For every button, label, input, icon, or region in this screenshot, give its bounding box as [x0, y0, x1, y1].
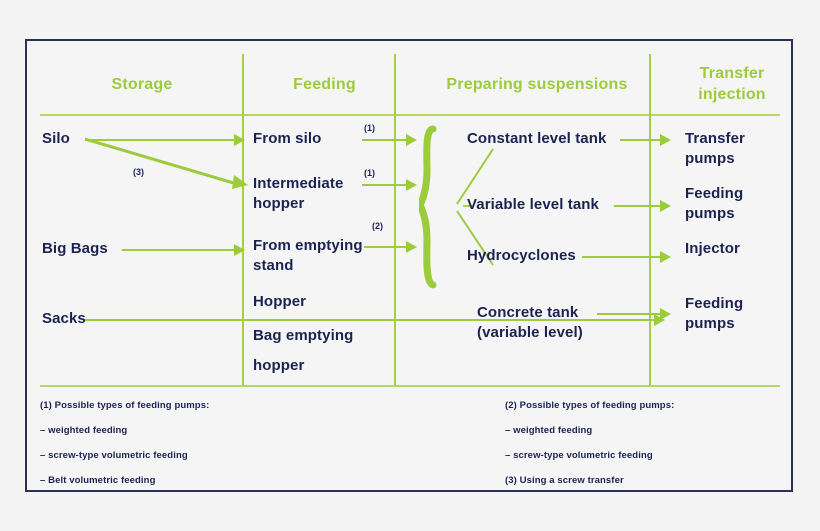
preparing-item-concrete-tank[interactable]: Concrete tank (variable level): [477, 303, 583, 343]
feeding-item-bag-emptying-hopper[interactable]: Bag emptying hopper: [253, 326, 353, 376]
arrow-silo-to-from-silo-line: [85, 139, 238, 141]
arrow-emptying-stand-to-brace-line: [364, 246, 410, 248]
storage-annotation-3: (3): [133, 167, 144, 177]
feeding-item-from-silo[interactable]: From silo: [253, 129, 321, 149]
transfer-item-injector[interactable]: Injector: [685, 239, 740, 259]
column-header-transfer-injection-line2: injection: [698, 86, 766, 103]
transfer-item-feeding-pumps-2-line1: Feeding: [685, 295, 744, 312]
arrow-hydrocyclones-to-injector-line: [582, 256, 664, 258]
arrow-intermediate-hopper-to-brace-line: [362, 184, 410, 186]
column-divider-storage-feeding: [242, 54, 244, 387]
arrow-concrete-tank-to-feeding-pumps-head: [660, 308, 671, 320]
arrow-big-bags-to-emptying-stand-line: [122, 249, 238, 251]
connector-brace-to-hydrocyclones: [456, 210, 494, 266]
column-header-transfer-injection: Transfer injection: [672, 63, 792, 105]
connector-brace-to-constant-level-tank: [456, 148, 494, 205]
transfer-item-feeding-pumps-1[interactable]: Feeding pumps: [685, 184, 743, 224]
arrow-variable-level-tank-to-feeding-pumps-line: [614, 205, 664, 207]
column-header-transfer-injection-line1: Transfer: [699, 65, 765, 82]
footnote-left-0: (1) Possible types of feeding pumps:: [40, 400, 210, 411]
transfer-item-feeding-pumps-1-line1: Feeding: [685, 185, 744, 202]
feeding-note-from-emptying-stand: (2): [372, 221, 383, 231]
feeding-item-bag-emptying-hopper-line2: hopper: [253, 357, 305, 374]
storage-item-big-bags[interactable]: Big Bags: [42, 240, 108, 257]
footnote-left-3: – Belt volumetric feeding: [40, 475, 156, 486]
preparing-item-hydrocyclones[interactable]: Hydrocyclones: [467, 246, 576, 266]
column-header-preparing-suspensions: Preparing suspensions: [446, 76, 628, 93]
feeding-note-intermediate-hopper: (1): [364, 168, 375, 178]
footnote-left-2: – screw-type volumetric feeding: [40, 450, 188, 461]
column-header-storage: Storage: [111, 76, 173, 93]
column-divider-feeding-preparing: [394, 54, 396, 387]
diagram-frame: Storage Feeding Preparing suspensions Tr…: [25, 39, 793, 492]
feeding-item-hopper-line1: Hopper: [253, 293, 307, 310]
arrow-variable-level-tank-to-feeding-pumps-head: [660, 200, 671, 212]
column-header-feeding: Feeding: [293, 76, 356, 93]
feeding-item-from-silo-line1: From silo: [253, 130, 322, 147]
preparing-item-constant-level-tank[interactable]: Constant level tank: [467, 129, 606, 149]
arrow-big-bags-to-emptying-stand-head: [234, 244, 245, 256]
arrow-from-silo-to-brace-head: [406, 134, 417, 146]
arrow-emptying-stand-to-brace-head: [406, 241, 417, 253]
feeding-item-from-emptying-stand[interactable]: From emptying stand: [253, 236, 363, 276]
transfer-item-feeding-pumps-2[interactable]: Feeding pumps: [685, 294, 743, 334]
preparing-item-concrete-tank-line2: (variable level): [477, 324, 583, 341]
storage-item-sacks[interactable]: Sacks: [42, 310, 86, 327]
arrow-sacks-to-concrete-tank-head: [654, 314, 665, 326]
footnote-right-2: – screw-type volumetric feeding: [505, 450, 653, 461]
arrow-concrete-tank-to-feeding-pumps-line: [597, 313, 664, 315]
grouping-brace: [419, 125, 437, 289]
header-underline: [40, 114, 780, 116]
feeding-item-from-emptying-stand-line1: From emptying: [253, 237, 363, 254]
transfer-item-transfer-pumps-line1: Transfer: [685, 130, 745, 147]
arrow-sacks-to-concrete-tank-line: [85, 319, 658, 321]
feeding-note-from-silo: (1): [364, 123, 375, 133]
brace-tick-variable-level: [463, 205, 474, 207]
preparing-item-hydrocyclones-line1: Hydrocyclones: [467, 247, 576, 264]
arrow-hydrocyclones-to-injector-head: [660, 251, 671, 263]
footnote-right-3: (3) Using a screw transfer: [505, 475, 624, 486]
arrow-intermediate-hopper-to-brace-head: [406, 179, 417, 191]
transfer-item-feeding-pumps-2-line2: pumps: [685, 315, 735, 332]
transfer-item-injector-line1: Injector: [685, 240, 740, 257]
arrow-silo-to-intermediate-hopper: [84, 137, 248, 189]
feeding-item-intermediate-hopper[interactable]: Intermediate hopper: [253, 174, 343, 214]
feeding-item-bag-emptying-hopper-line1: Bag emptying: [253, 327, 354, 344]
footnote-left-1: – weighted feeding: [40, 425, 128, 436]
transfer-item-transfer-pumps[interactable]: Transfer pumps: [685, 129, 745, 169]
preparing-item-constant-level-tank-line1: Constant level tank: [467, 130, 607, 147]
column-divider-preparing-transfer: [649, 54, 651, 387]
feeding-item-hopper[interactable]: Hopper: [253, 292, 306, 312]
footnote-right-1: – weighted feeding: [505, 425, 593, 436]
arrow-constant-level-tank-to-transfer-pumps-head: [660, 134, 671, 146]
arrow-constant-level-tank-to-transfer-pumps-line: [620, 139, 664, 141]
footnotes-separator: [40, 385, 780, 387]
feeding-item-from-emptying-stand-line2: stand: [253, 257, 294, 274]
arrow-from-silo-to-brace-line: [362, 139, 410, 141]
feeding-item-intermediate-hopper-line2: hopper: [253, 195, 305, 212]
preparing-item-variable-level-tank-line1: Variable level tank: [467, 196, 599, 213]
preparing-item-concrete-tank-line1: Concrete tank: [477, 304, 579, 321]
transfer-item-transfer-pumps-line2: pumps: [685, 150, 735, 167]
feeding-item-intermediate-hopper-line1: Intermediate: [253, 175, 344, 192]
storage-item-silo[interactable]: Silo: [42, 130, 70, 147]
footnote-right-0: (2) Possible types of feeding pumps:: [505, 400, 675, 411]
preparing-item-variable-level-tank[interactable]: Variable level tank: [467, 195, 599, 215]
transfer-item-feeding-pumps-1-line2: pumps: [685, 205, 735, 222]
arrow-silo-to-from-silo-head: [234, 134, 245, 146]
